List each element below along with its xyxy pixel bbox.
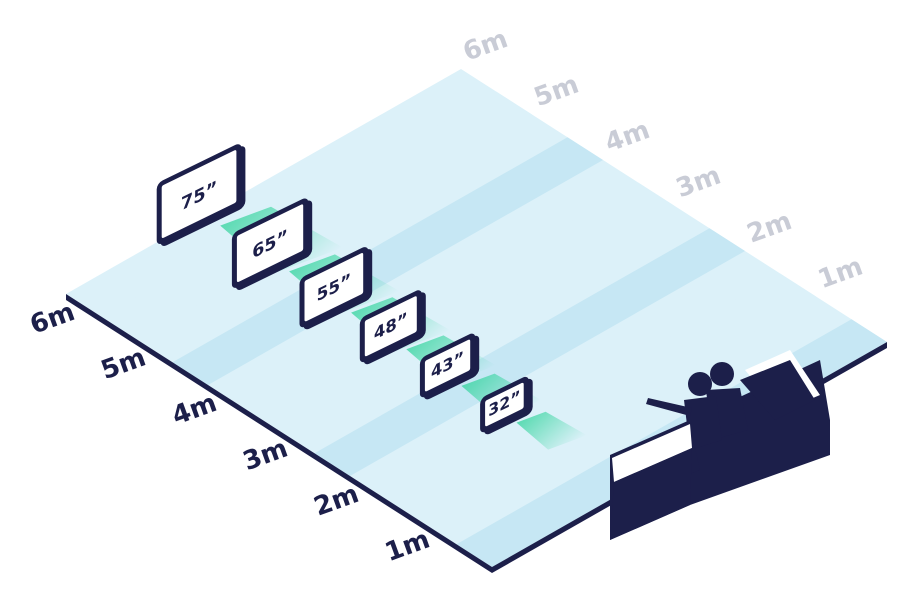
sofa-arm-top	[612, 424, 692, 482]
tv: 32”	[480, 376, 533, 435]
floor	[66, 69, 887, 573]
right-axis-label: 1m	[814, 251, 867, 295]
left-axis-label: 5m	[97, 342, 150, 386]
right-axis-label: 4m	[601, 115, 654, 159]
right-axis-label: 2m	[743, 206, 796, 250]
right-axis-label: 5m	[530, 69, 583, 113]
floor-edge-left	[66, 294, 492, 573]
tv: 55”	[299, 247, 373, 330]
tv-screen	[161, 150, 237, 238]
tv-screen	[424, 339, 471, 392]
viewer-head-back	[710, 362, 734, 386]
floor-band	[385, 273, 816, 522]
tv-screen	[485, 382, 524, 427]
left-axis-label: 3m	[239, 433, 292, 477]
right-axis-label: 3m	[672, 160, 725, 204]
sofa-back	[740, 360, 815, 420]
sofa-arm-front	[610, 448, 692, 540]
tv: 65”	[231, 198, 313, 290]
right-axis-label: 6m	[459, 24, 512, 68]
floor-band	[314, 228, 745, 476]
remote-arm	[646, 398, 692, 416]
floor-band	[101, 91, 532, 340]
left-axis-label: 6m	[26, 297, 79, 341]
left-axis-label: 1m	[381, 524, 434, 568]
floor-band	[243, 182, 674, 431]
viewer-head-front	[688, 372, 712, 396]
tv: 48”	[359, 290, 426, 365]
tv-screen	[364, 296, 417, 357]
tv: 75”	[156, 144, 246, 246]
viewer-body-front	[684, 396, 722, 450]
tv-stack: 75”65”55”48”43”32”	[156, 144, 533, 435]
tv: 43”	[419, 333, 480, 400]
sofa-icon	[610, 350, 830, 540]
left-axis-label: 4m	[168, 388, 221, 432]
floor-band	[172, 137, 603, 385]
tv-glow	[516, 411, 587, 450]
left-axis-label: 2m	[310, 479, 363, 523]
tv-screen	[304, 253, 364, 322]
tv-screen	[236, 204, 304, 282]
